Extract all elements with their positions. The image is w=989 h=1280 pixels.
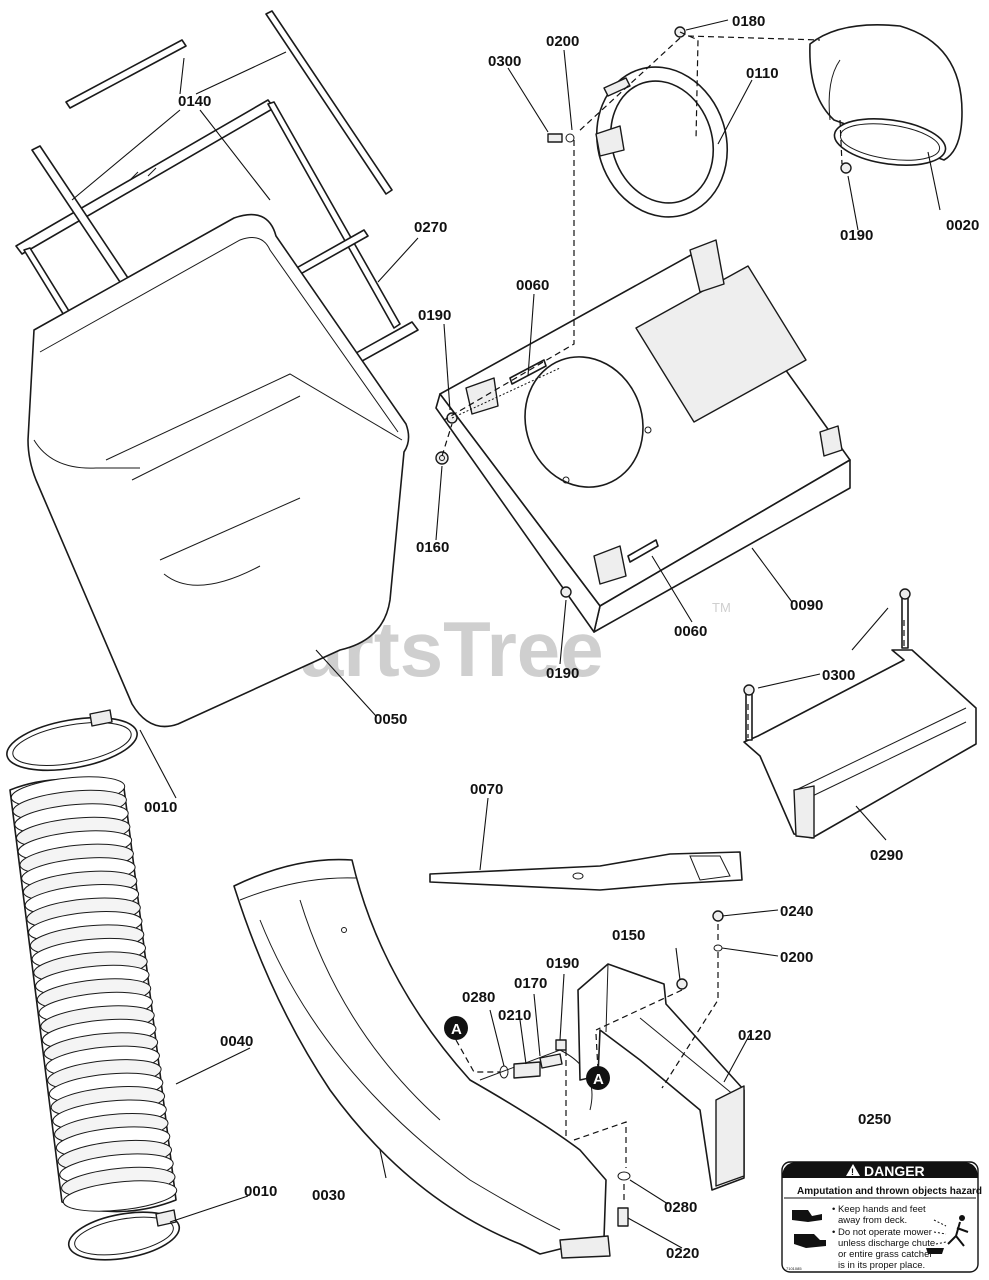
callout-a-right-text: A <box>593 1071 604 1088</box>
label-0180: 0180 <box>732 13 765 30</box>
label-0150: 0150 <box>612 927 645 944</box>
label-0190-b: 0190 <box>840 227 873 244</box>
label-0050: 0050 <box>374 711 407 728</box>
label-0060-b: 0060 <box>674 623 707 640</box>
label-0110: 0110 <box>746 65 779 82</box>
label-0190-c: 0190 <box>546 665 579 682</box>
hose-clamp-top-0010 <box>6 709 138 772</box>
hand-foot-icon <box>792 1210 826 1248</box>
thrown-object-icon <box>926 1215 969 1254</box>
watermark-trademark: TM <box>712 600 731 615</box>
label-0210: 0210 <box>498 1007 531 1024</box>
danger-line-2d: is in its proper place. <box>838 1260 925 1271</box>
label-0040: 0040 <box>220 1033 253 1050</box>
label-0240: 0240 <box>780 903 813 920</box>
label-0300-b: 0300 <box>822 667 855 684</box>
label-0070: 0070 <box>470 781 503 798</box>
label-0160: 0160 <box>416 539 449 556</box>
label-0030: 0030 <box>312 1187 345 1204</box>
label-0280-b: 0280 <box>664 1199 697 1216</box>
label-0020: 0020 <box>946 217 979 234</box>
label-0140: 0140 <box>178 93 211 110</box>
label-0220: 0220 <box>666 1245 699 1262</box>
label-0250: 0250 <box>858 1111 891 1128</box>
danger-line-2a: • Do not operate mower <box>832 1227 932 1238</box>
callout-a-left: A <box>444 1016 468 1040</box>
label-0060-a: 0060 <box>516 277 549 294</box>
svg-text:!: ! <box>851 1167 854 1177</box>
hose-rib <box>62 1180 178 1212</box>
danger-line-2c: or entire grass catcher <box>838 1249 933 1260</box>
label-0190-d: 0190 <box>546 955 579 972</box>
danger-code: 7101085 <box>786 1266 802 1271</box>
danger-line-2b: unless discharge chute <box>838 1238 935 1249</box>
danger-line-1b: away from deck. <box>838 1215 907 1226</box>
label-0090: 0090 <box>790 597 823 614</box>
bag-cover-0090 <box>435 239 851 633</box>
label-0270: 0270 <box>414 219 447 236</box>
danger-line-1a: • Keep hands and feet <box>832 1204 926 1215</box>
label-0120: 0120 <box>738 1027 771 1044</box>
callout-a-left-text: A <box>451 1021 462 1038</box>
chute-bracket-0120 <box>577 963 745 1191</box>
label-0300-a: 0300 <box>488 53 521 70</box>
label-0200-a: 0200 <box>546 33 579 50</box>
bracket-0290 <box>743 588 977 839</box>
label-0280-a: 0280 <box>462 989 495 1006</box>
label-0200-b: 0200 <box>780 949 813 966</box>
grass-bag-0050 <box>27 213 410 728</box>
callout-a-right: A <box>586 1066 610 1090</box>
flex-hose-0040 <box>9 776 178 1213</box>
ring-plate-0110 <box>595 66 729 218</box>
danger-decal-0250: ! DANGER Amputation and thrown objects h… <box>781 1161 982 1273</box>
part-labels: 0140 0270 0050 0190 0160 0060 0300 0200 … <box>144 13 979 1262</box>
label-0170: 0170 <box>514 975 547 992</box>
label-0290: 0290 <box>870 847 903 864</box>
warning-triangle-icon <box>846 1164 860 1176</box>
elbow-0020 <box>809 24 963 166</box>
danger-subheading: Amputation and thrown objects hazard <box>797 1186 982 1197</box>
danger-heading: DANGER <box>864 1163 925 1179</box>
label-0190-a: 0190 <box>418 307 451 324</box>
leader-lines <box>71 19 941 1249</box>
hose-clamp-bottom-0010 <box>67 1209 181 1261</box>
label-0010-b: 0010 <box>244 1183 277 1200</box>
assembly-lines <box>441 31 905 1204</box>
label-0010-a: 0010 <box>144 799 177 816</box>
blade-0070 <box>429 851 743 891</box>
